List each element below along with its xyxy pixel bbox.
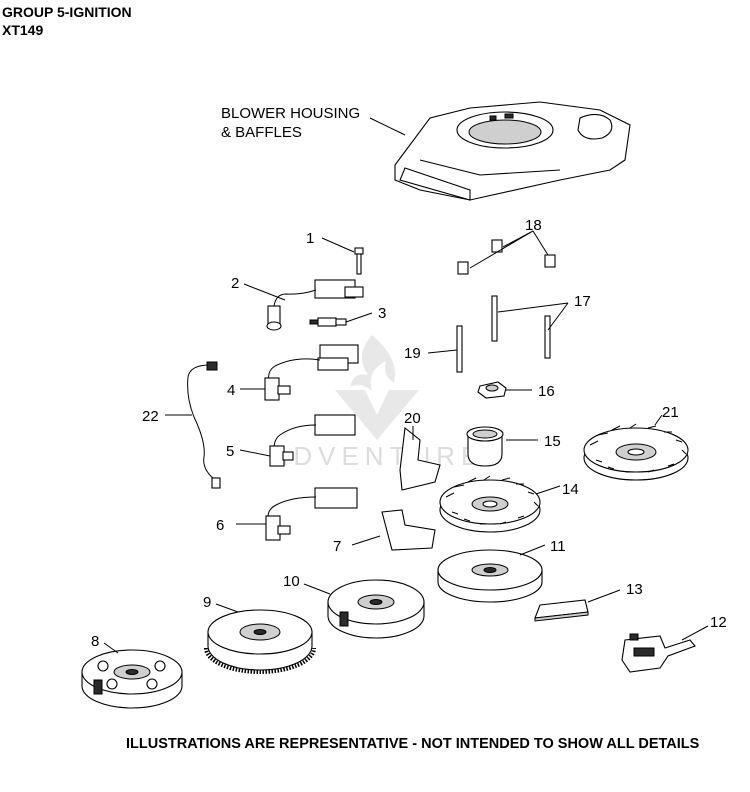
callout-5: 5 <box>226 443 234 460</box>
disclaimer-footer: ILLUSTRATIONS ARE REPRESENTATIVE - NOT I… <box>126 736 700 752</box>
callout-4: 4 <box>227 382 235 399</box>
callout-14: 14 <box>562 481 579 498</box>
callout-8: 8 <box>91 633 99 650</box>
stud-part-19 <box>456 325 463 373</box>
model-code: XT149 <box>2 22 44 38</box>
fan-part-21 <box>583 423 689 481</box>
callout-6: 6 <box>216 517 224 534</box>
callout-10: 10 <box>283 573 300 590</box>
callout-9: 9 <box>203 594 211 611</box>
callout-11: 11 <box>550 538 566 555</box>
ignition-coil-part-6 <box>265 487 358 541</box>
watermark-text: ADVENTURE <box>270 441 484 471</box>
flywheel-part-10 <box>327 579 425 639</box>
callout-2: 2 <box>231 275 239 292</box>
watermark: ADVENTURE <box>270 335 484 471</box>
flywheel-part-11 <box>437 549 543 603</box>
nut-part-18 <box>457 239 556 275</box>
fan-part-14 <box>439 475 541 533</box>
callout-20: 20 <box>404 410 421 427</box>
callout-18: 18 <box>525 217 542 234</box>
group-title: GROUP 5-IGNITION <box>2 4 132 20</box>
screw-part-1 <box>354 247 364 275</box>
callout-3: 3 <box>378 305 386 322</box>
bracket-part-7 <box>381 509 436 551</box>
blower-housing-label-line2: & BAFFLES <box>221 124 302 141</box>
callout-1: 1 <box>306 230 314 247</box>
wire-harness-part-22 <box>187 361 221 489</box>
callout-13: 13 <box>626 581 643 598</box>
callout-17: 17 <box>574 293 591 310</box>
blower-housing <box>394 101 631 201</box>
callout-7: 7 <box>333 538 341 555</box>
flywheel-part-9 <box>204 609 316 674</box>
callout-15: 15 <box>544 433 561 450</box>
bracket-part-12 <box>621 633 696 673</box>
cup-part-15 <box>466 426 504 467</box>
stud-part-17 <box>491 295 551 359</box>
flywheel-part-8 <box>81 649 183 709</box>
bracket-part-20 <box>399 426 441 491</box>
plate-part-13 <box>534 599 589 622</box>
blower-housing-label-line1: BLOWER HOUSING <box>221 105 360 122</box>
callout-16: 16 <box>538 383 555 400</box>
ignition-coil-part-4 <box>264 344 359 401</box>
ignition-coil-part-5 <box>269 414 356 467</box>
ignition-coil-part-2 <box>266 279 364 331</box>
callout-12: 12 <box>710 614 727 631</box>
callout-19: 19 <box>404 345 421 362</box>
spark-plug-part-3 <box>309 317 347 327</box>
callout-21: 21 <box>662 404 679 421</box>
callout-22: 22 <box>142 408 159 425</box>
nut-part-16 <box>477 381 507 399</box>
